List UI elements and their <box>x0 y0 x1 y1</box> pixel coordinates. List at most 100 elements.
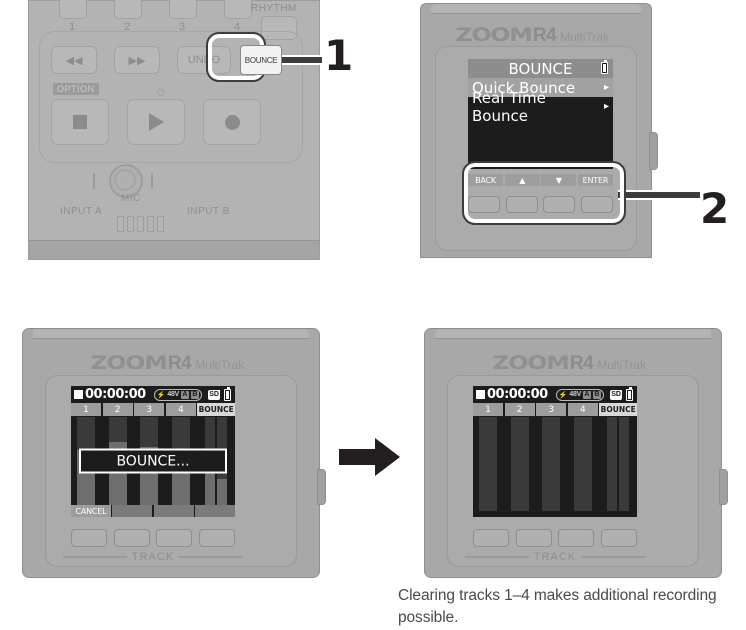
callout-number-2: 2 <box>700 184 730 233</box>
softkey-label-row: BACK ▲ ▼ ENTER <box>468 174 613 186</box>
menu-item-label: Quick Bounce <box>472 78 576 97</box>
bounce-progress-dialog: BOUNCE... <box>79 448 227 474</box>
sd-card-icon: SD <box>610 389 622 400</box>
side-button[interactable] <box>317 469 326 505</box>
record-led <box>157 89 164 96</box>
softkey-label-3 <box>153 505 194 517</box>
stop-icon <box>74 390 83 399</box>
zoom-logo: ZOOM <box>492 352 570 374</box>
track-button-4[interactable] <box>224 0 252 19</box>
meter-column-2 <box>504 417 535 511</box>
battery-icon <box>626 386 633 401</box>
softkey-label-row: CANCEL <box>71 505 235 517</box>
track-number-4: 4 <box>233 21 241 33</box>
input-knob[interactable] <box>109 164 143 198</box>
meter-bar <box>607 417 618 511</box>
side-button[interactable] <box>719 469 728 505</box>
stop-button[interactable] <box>51 99 109 145</box>
track-number-1: 1 <box>68 21 76 33</box>
track-button-4[interactable] <box>600 529 637 547</box>
meter-bar <box>619 417 629 511</box>
track-group-label: TRACK <box>465 551 645 563</box>
stop-icon <box>476 390 485 399</box>
input-badge-a: A <box>180 390 189 399</box>
rule-right <box>179 556 243 558</box>
callout-number-1: 1 <box>324 31 354 80</box>
mic-bracket <box>133 173 153 189</box>
model-subtitle: MultiTrak <box>560 30 610 44</box>
meter-column-3 <box>536 417 567 511</box>
track-button-1[interactable] <box>59 0 87 19</box>
softkey-button-up[interactable] <box>505 196 538 213</box>
track-header-4[interactable]: 4 <box>567 403 598 416</box>
track-button-row <box>71 529 235 547</box>
device-top-lip <box>431 4 641 14</box>
caption-text: Clearing tracks 1–4 makes additional rec… <box>398 587 717 627</box>
timecode: 00:00:00 <box>487 387 548 402</box>
track-button-2[interactable] <box>113 529 150 547</box>
track-button-3[interactable] <box>156 529 193 547</box>
meter-column-1 <box>473 417 504 511</box>
track-button-1[interactable] <box>71 529 107 547</box>
meter-bar <box>542 417 561 511</box>
track-button-2[interactable] <box>114 0 142 19</box>
track-header-3[interactable]: 3 <box>536 403 567 416</box>
phantom-power-indicator: ⚡ 48V A B <box>555 388 604 401</box>
softkey-button-row <box>468 196 613 213</box>
meter-bar <box>573 417 592 511</box>
menu-item-quick-bounce[interactable]: Quick Bounce ▸ <box>468 78 613 97</box>
menu-item-label: Real Time Bounce <box>472 88 546 125</box>
zoom-logo: ZOOM <box>90 352 168 374</box>
track-button-4[interactable] <box>198 529 235 547</box>
track-button-3[interactable] <box>169 0 197 19</box>
track-header-bounce[interactable]: BOUNCE <box>599 403 637 416</box>
track-button-1[interactable] <box>473 529 509 547</box>
track-header-2[interactable]: 2 <box>102 403 133 416</box>
softkey-button-enter[interactable] <box>580 196 613 213</box>
menu-title-text: BOUNCE <box>508 59 573 78</box>
model-subtitle: MultiTrak <box>597 358 647 372</box>
battery-icon <box>224 386 231 401</box>
softkey-label-cancel[interactable]: CANCEL <box>71 505 111 517</box>
side-button[interactable] <box>649 132 658 170</box>
track-header-4[interactable]: 4 <box>165 403 196 416</box>
track-header-row: 1 2 3 4 BOUNCE <box>473 403 637 417</box>
model-subtitle: MultiTrak <box>195 358 245 372</box>
device-top-lip <box>435 329 711 339</box>
menu-item-real-time-bounce[interactable]: Real Time Bounce ▸ <box>468 89 613 125</box>
track-header-1[interactable]: 1 <box>473 403 504 416</box>
softkey-button-down[interactable] <box>543 196 576 213</box>
record-icon <box>224 114 240 130</box>
transition-arrow <box>339 436 401 483</box>
play-button[interactable] <box>127 99 185 145</box>
device-top-lip <box>33 329 309 339</box>
track-group-label: TRACK <box>63 551 243 563</box>
softkey-label-2 <box>112 505 153 517</box>
track-header-2[interactable]: 2 <box>504 403 535 416</box>
softkey-label-enter: ENTER <box>577 174 613 186</box>
fast-forward-button[interactable]: ▶▶ <box>114 46 160 74</box>
softkey-label-4 <box>195 505 235 517</box>
softkey-button-back[interactable] <box>468 196 500 213</box>
step1-device-illustration: 1 2 3 4 RHYTHM ◀◀ ▶▶ UNDO BOUNCE OPTION … <box>28 0 320 260</box>
control-group-outline <box>39 31 303 163</box>
track-button-2[interactable] <box>515 529 552 547</box>
track-header-bounce[interactable]: BOUNCE <box>197 403 235 416</box>
record-button[interactable] <box>203 99 261 145</box>
track-button-3[interactable] <box>558 529 595 547</box>
bounce-button[interactable]: BOUNCE <box>240 45 282 75</box>
track-header-1[interactable]: 1 <box>71 403 102 416</box>
track-header-3[interactable]: 3 <box>134 403 165 416</box>
callout-2-leader-line <box>618 190 700 200</box>
model-name: R4 <box>167 353 192 374</box>
meter-area: BOUNCE... <box>71 417 235 505</box>
softkey-label-up: ▲ <box>504 174 540 186</box>
undo-button[interactable]: UNDO <box>177 46 231 74</box>
input-badge-b: B <box>592 390 601 399</box>
rewind-button[interactable]: ◀◀ <box>51 46 97 74</box>
menu-screen: BOUNCE Quick Bounce ▸ Real Time Bounce ▸ <box>468 59 613 169</box>
